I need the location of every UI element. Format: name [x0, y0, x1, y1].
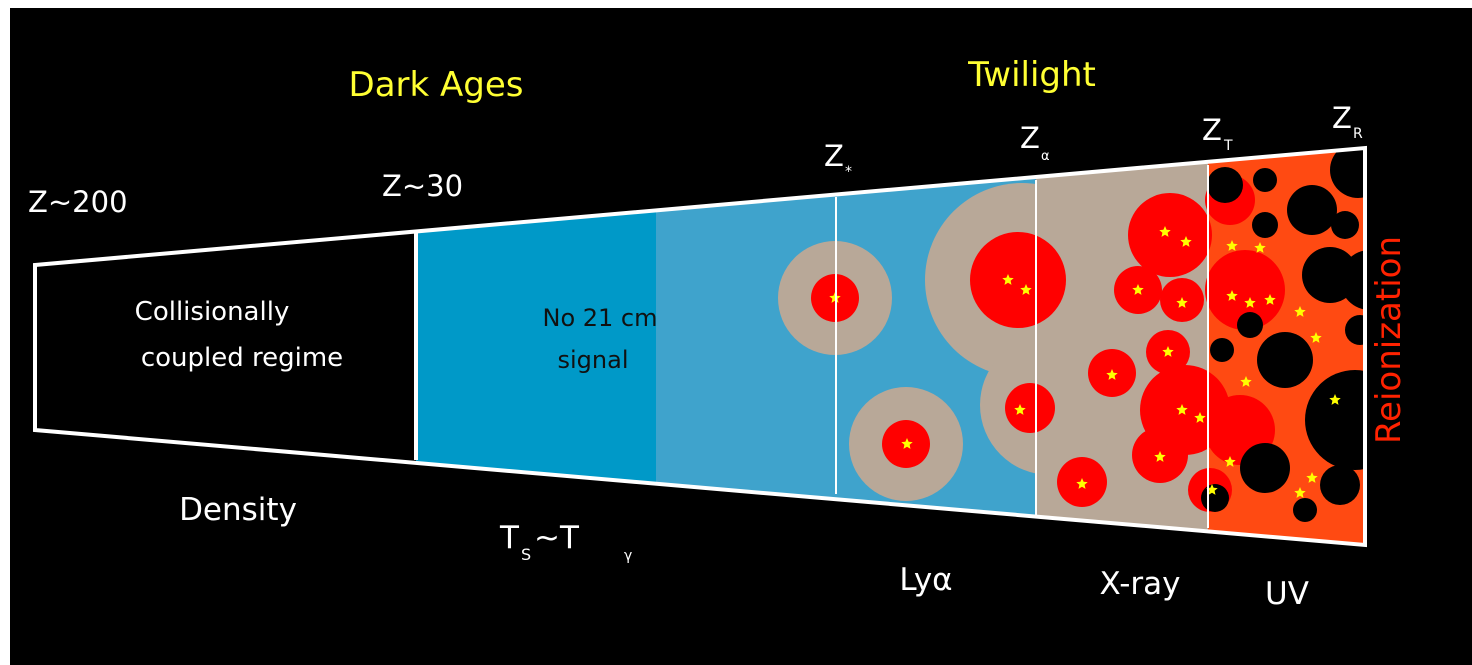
z-star-label: Z * [824, 139, 852, 180]
star-icon [1329, 394, 1341, 405]
star-icon [1180, 236, 1192, 247]
xray-label: X-ray [1100, 566, 1181, 602]
star-icon [1244, 297, 1256, 308]
z-r-label: Z R [1332, 101, 1363, 142]
star-icon [1014, 404, 1026, 415]
star-icon [1294, 306, 1306, 317]
star-icon [1240, 376, 1252, 387]
svg-text:signal: signal [558, 346, 629, 374]
star-icon [1294, 487, 1306, 498]
star-icon [1154, 451, 1166, 462]
star-icon [1306, 472, 1318, 483]
svg-text:Collisionally: Collisionally [135, 297, 290, 327]
star-icon [1226, 240, 1238, 251]
uv-label: UV [1265, 576, 1309, 612]
svg-text:T: T [499, 520, 520, 556]
star-icon [1020, 284, 1032, 295]
ts-tgamma-label: T S ~T γ [499, 520, 632, 564]
star-markers [829, 226, 1341, 498]
lya-label: Lyα [899, 562, 952, 598]
reionization-label: Reionization [1369, 236, 1409, 444]
star-icon [1176, 404, 1188, 415]
svg-text:coupled regime: coupled regime [141, 343, 343, 373]
coupled-regime-label: Collisionally coupled regime [135, 297, 344, 373]
svg-text:γ: γ [624, 548, 632, 564]
svg-text:Z: Z [1332, 101, 1352, 135]
z-t-label: Z T [1202, 113, 1233, 154]
lya-bubbles [778, 183, 1120, 501]
star-icon [1106, 369, 1118, 380]
star-icon [1224, 456, 1236, 467]
dark-ages-title: Dark Ages [349, 65, 524, 105]
no-signal-label: No 21 cm signal [542, 304, 657, 374]
svg-text:α: α [1041, 149, 1050, 164]
star-icon [1194, 412, 1206, 423]
svg-text:S: S [521, 545, 531, 564]
uv-ionized-bubbles [1201, 148, 1365, 522]
star-icon [1310, 332, 1322, 343]
star-icon [1076, 478, 1088, 489]
star-icon [901, 438, 913, 449]
svg-text:*: * [845, 164, 852, 180]
svg-text:Z: Z [1020, 121, 1040, 155]
ionized-core [1005, 383, 1055, 433]
twilight-title: Twilight [967, 55, 1096, 95]
star-icon [1132, 284, 1144, 295]
svg-text:No 21 cm: No 21 cm [542, 304, 657, 332]
svg-text:Z: Z [824, 139, 844, 173]
star-icon [1206, 484, 1218, 495]
cone-outline [33, 145, 1367, 548]
z200-label: Z~200 [28, 185, 128, 219]
svg-text:~T: ~T [534, 520, 580, 556]
star-icon [1002, 274, 1014, 285]
star-icon [1176, 297, 1188, 308]
star-icon [1226, 290, 1238, 301]
ionized-core [970, 232, 1066, 328]
star-icon [1264, 294, 1276, 305]
svg-text:R: R [1353, 126, 1363, 142]
svg-text:Z: Z [1202, 113, 1222, 147]
svg-text:T: T [1223, 138, 1233, 154]
star-icon [1254, 242, 1266, 253]
star-icon [1159, 226, 1171, 237]
era-dividers [414, 165, 1209, 528]
z-alpha-label: Z α [1020, 121, 1050, 164]
density-label: Density [179, 492, 297, 528]
star-icon [1162, 346, 1174, 357]
z30-label: Z~30 [382, 169, 463, 203]
